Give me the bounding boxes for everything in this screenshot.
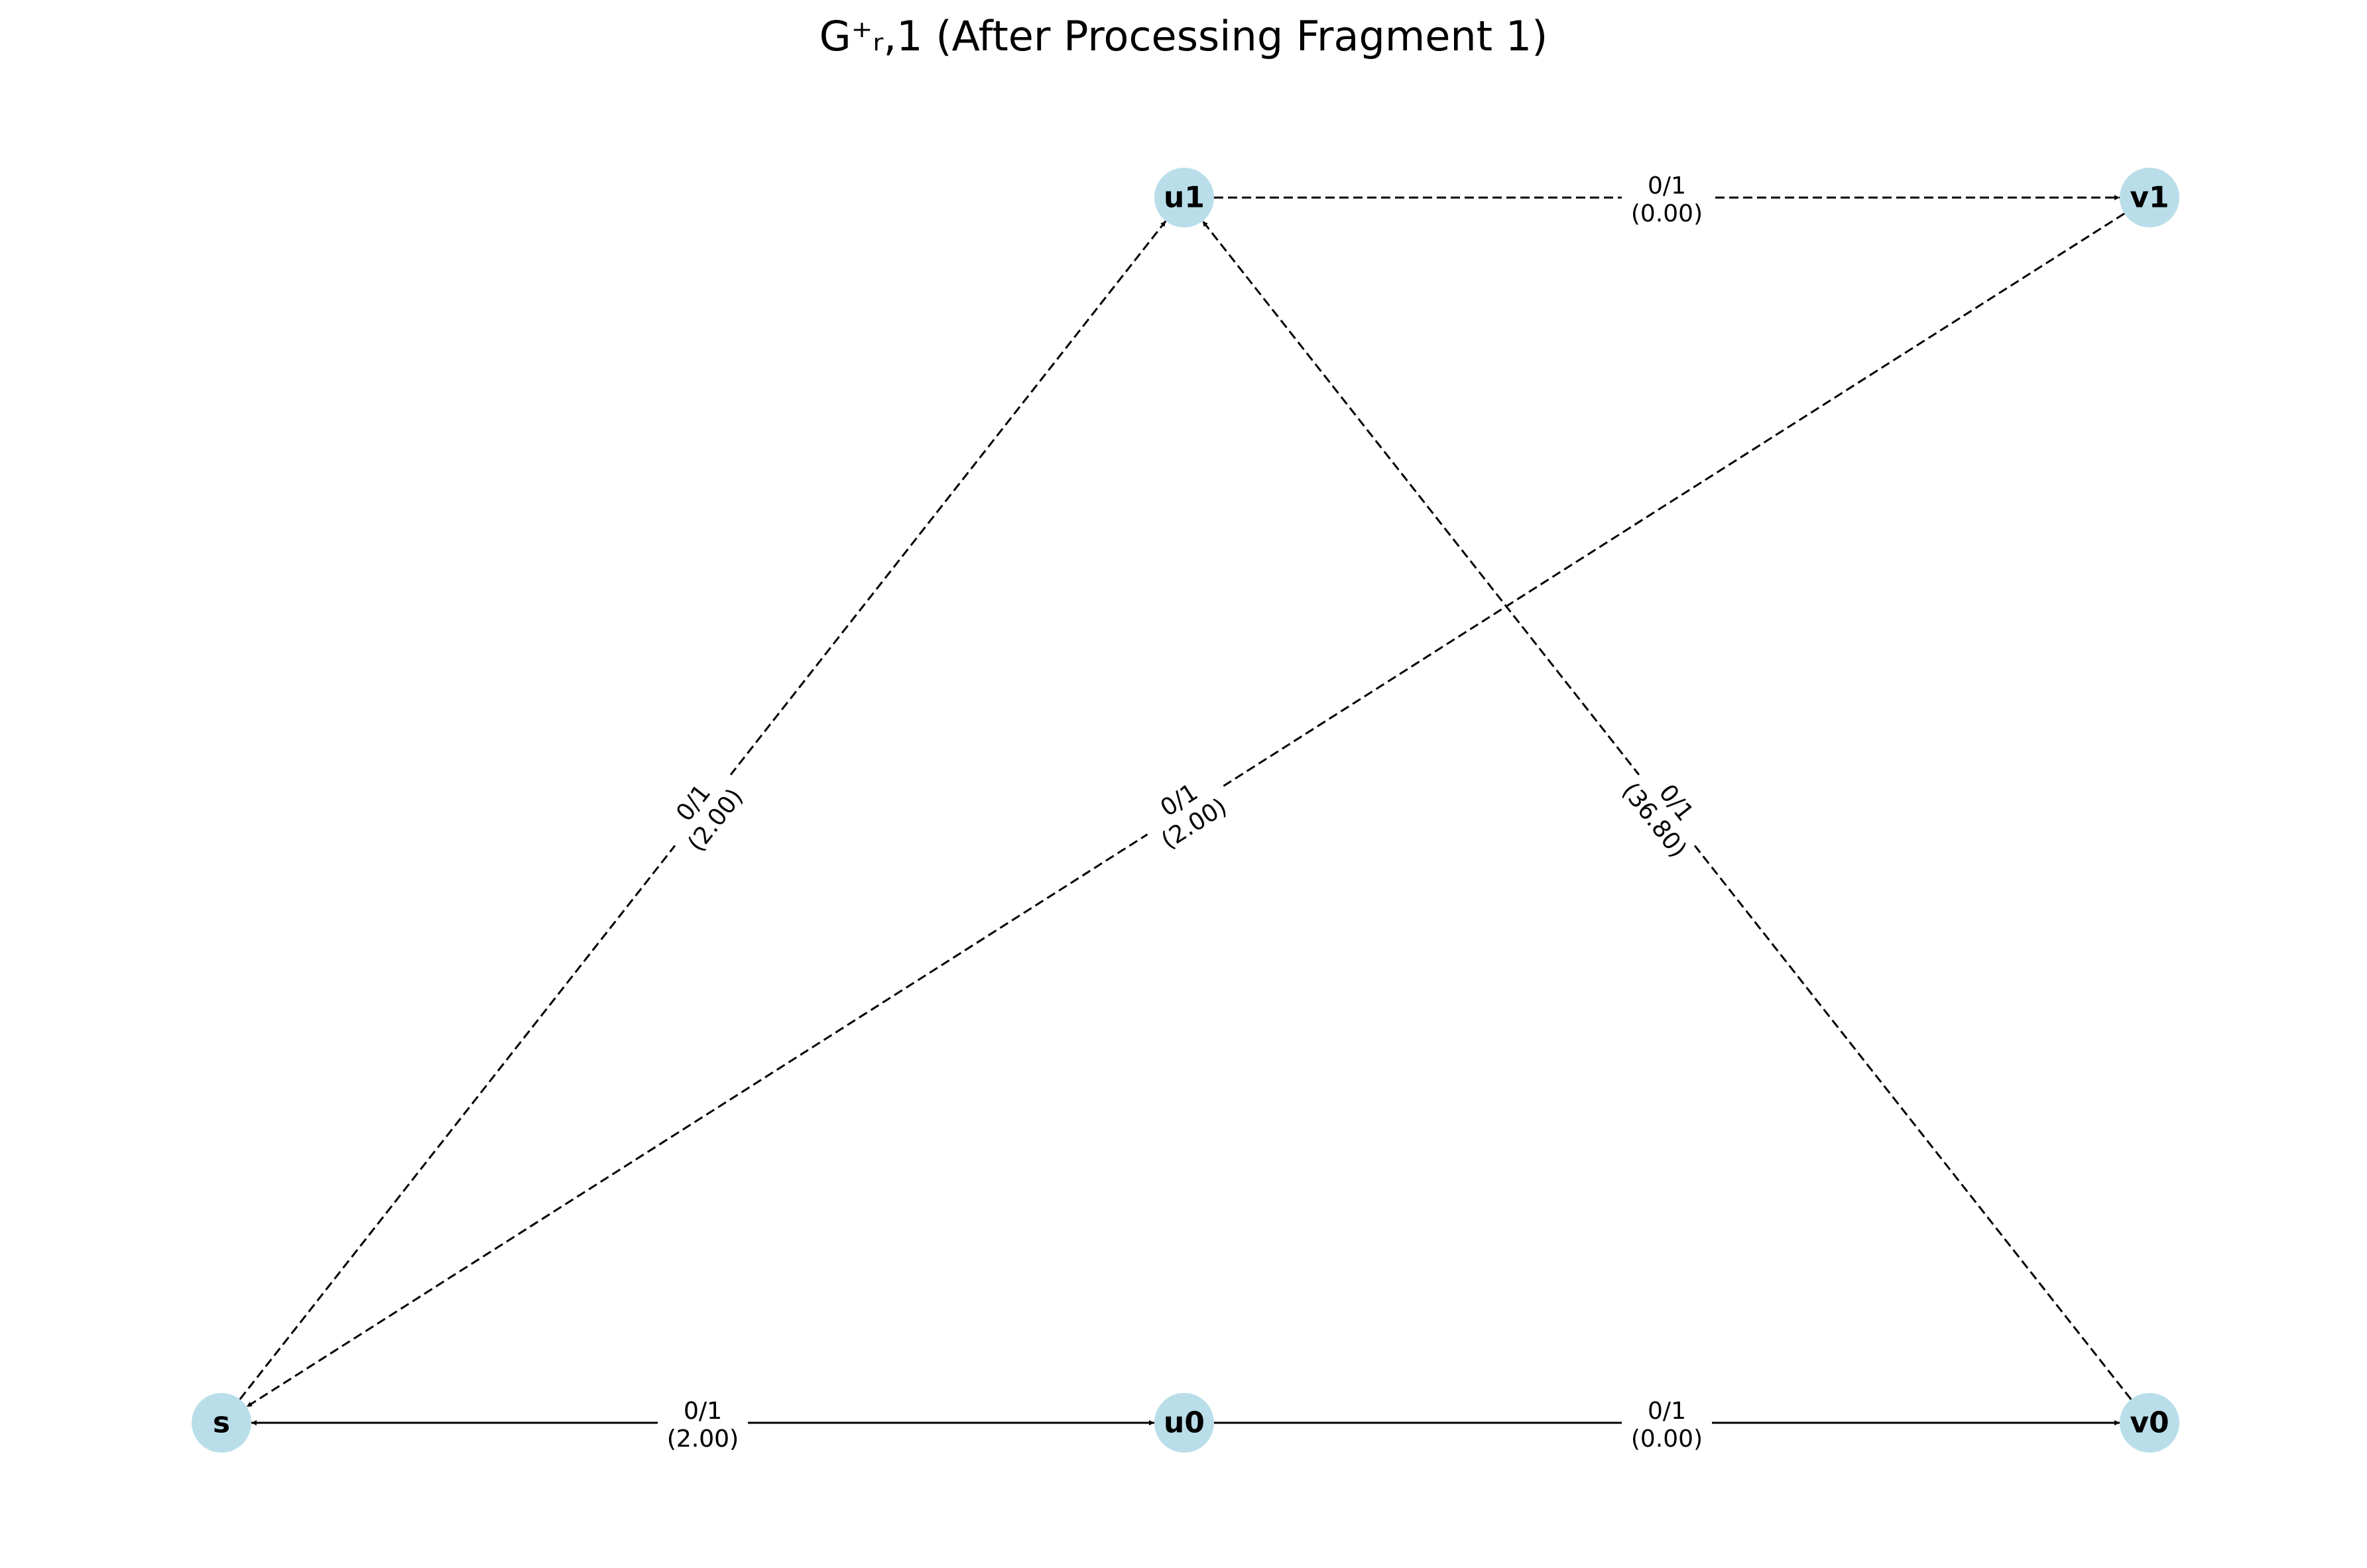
edge-label-background xyxy=(1622,166,1712,229)
edge-cost: (2.00) xyxy=(667,1425,739,1453)
node-label: v1 xyxy=(2130,181,2169,215)
node-v0: v0 xyxy=(2120,1393,2179,1453)
edge-label-u1-to-v1: 0/1(0.00) xyxy=(1622,166,1712,229)
edge-label-v0-to-u1: 0/1(36.80) xyxy=(1614,754,1720,866)
edge-flow-capacity: 0/1 xyxy=(1648,1398,1686,1425)
edge-v1-to-s xyxy=(246,212,2125,1408)
node-u0: u0 xyxy=(1154,1393,1214,1453)
edge-label-u0-to-s: 0/1(2.00) xyxy=(658,1391,748,1455)
node-circle xyxy=(1154,168,1214,227)
node-label: s xyxy=(213,1406,230,1440)
node-circle xyxy=(192,1393,251,1453)
node-circle xyxy=(2120,1393,2179,1453)
edge-label-background xyxy=(1614,754,1720,866)
node-s: s xyxy=(192,1393,251,1453)
edge-cost: (0.00) xyxy=(1631,200,1703,227)
edge-label-background xyxy=(1130,759,1241,861)
edge-labels-layer: 0/1(0.00)0/1(2.00)0/1(2.00)0/1(36.80)0/1… xyxy=(650,166,1720,1455)
node-circle xyxy=(1154,1393,1214,1453)
node-circle xyxy=(2120,168,2179,227)
edge-label-v1-to-s: 0/1(2.00) xyxy=(1130,759,1241,861)
node-v1: v1 xyxy=(2120,168,2179,227)
edge-flow-capacity: 0/1 xyxy=(1648,172,1686,200)
node-label: u1 xyxy=(1164,181,1205,215)
edge-flow-capacity: 0/1 xyxy=(684,1398,722,1425)
edge-label-background xyxy=(1622,1391,1712,1455)
edge-flow-capacity: 0/1 xyxy=(684,1398,722,1425)
node-u1: u1 xyxy=(1154,168,1214,227)
edge-label-s-to-u0: 0/1(2.00) xyxy=(667,1398,739,1453)
edge-label-s-to-u1: 0/1(2.00) xyxy=(650,754,756,866)
node-label: v0 xyxy=(2130,1406,2169,1440)
edge-label-background xyxy=(650,754,756,866)
edge-cost: (2.00) xyxy=(667,1425,739,1453)
edge-cost: (0.00) xyxy=(1631,1425,1703,1453)
nodes-layer: s u0 v0 u1 v1 xyxy=(192,168,2179,1453)
graph-title: G⁺ᵣ,1 (After Processing Fragment 1) xyxy=(819,12,1548,60)
edge-label-background xyxy=(658,1391,748,1455)
node-label: u0 xyxy=(1164,1406,1205,1440)
edge-label-u0-to-v0: 0/1(0.00) xyxy=(1622,1391,1712,1455)
